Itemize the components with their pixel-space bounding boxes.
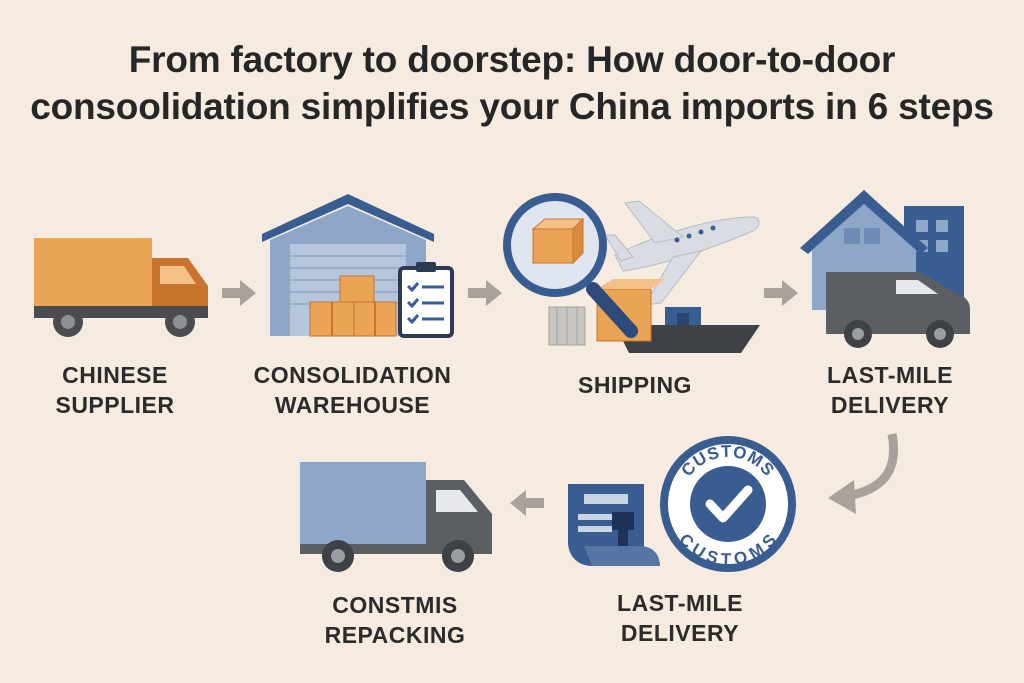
title-line-2: consoolidation simplifies your China imp… — [30, 86, 994, 127]
arrow-left-icon — [510, 490, 544, 516]
arrow-right-icon — [468, 280, 502, 306]
shipping-icon — [503, 193, 760, 353]
curved-arrow-icon — [828, 433, 899, 514]
warehouse-icon — [262, 194, 454, 338]
page-title: From factory to doorstep: How door-to-do… — [0, 36, 1024, 130]
truck-icon — [34, 238, 208, 337]
customs-stamp-icon: CUSTOMS CUSTOMS — [568, 436, 796, 572]
title-line-1: From factory to doorstep: How door-to-do… — [128, 39, 896, 80]
arrow-right-icon — [764, 280, 798, 306]
arrow-right-icon — [222, 280, 256, 306]
house-van-icon — [800, 190, 970, 348]
delivery-truck-icon — [300, 462, 492, 572]
step-label-shipping: SHIPPING — [578, 372, 692, 398]
